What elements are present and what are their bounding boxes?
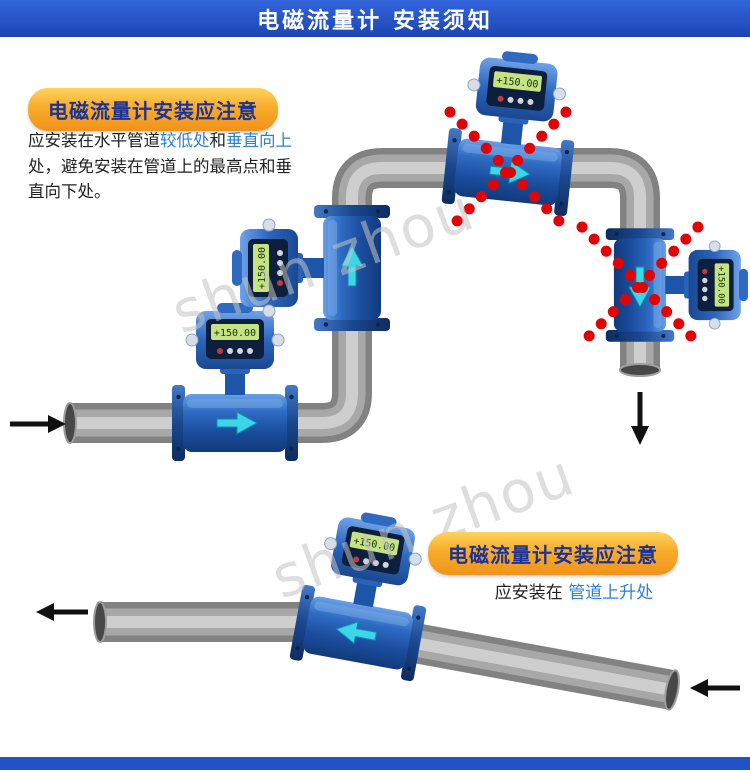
note-text: 和 [209,131,227,150]
pipe-run-top [63,148,661,444]
installation-note-top: 应安装在水平管道较低处和垂直向上处，避免安装在管道上的最高点和垂直向下处。 [28,128,300,205]
flow-in-arrow-right [690,679,740,697]
flow-out-arrow [631,392,649,445]
page-title-banner: 电磁流量计 安装须知 [0,0,750,37]
note-text: 应安装在水平管道 [28,131,160,150]
note-highlight: 管道上升处 [568,583,654,603]
flow-out-arrow-left [36,603,88,621]
page-title: 电磁流量计 安装须知 [257,8,493,34]
pipe-opening-right [664,669,680,711]
pipe-opening-left [93,601,107,643]
installation-note-bottom: 应安装在 管道上升处 [428,578,720,603]
flow-in-arrow [10,415,66,433]
note-text: 处，避免安装在管道上的最高点和垂直向下处。 [28,156,292,202]
notice-badge-top: 电磁流量计安装应注意 [28,88,278,131]
note-highlight: 垂直向上 [226,131,292,150]
pipe-opening-down [619,363,661,377]
notice-badge-bottom: 电磁流量计安装应注意 [428,532,678,575]
pipe-opening-left [63,402,77,444]
diagram-bottom: shun zhou [36,440,740,711]
note-text: 应安装在 [494,583,569,603]
note-highlight: 较低处 [160,131,210,150]
bottom-bar [0,757,750,770]
flow-meter-vertical-down-wrong [582,227,749,343]
